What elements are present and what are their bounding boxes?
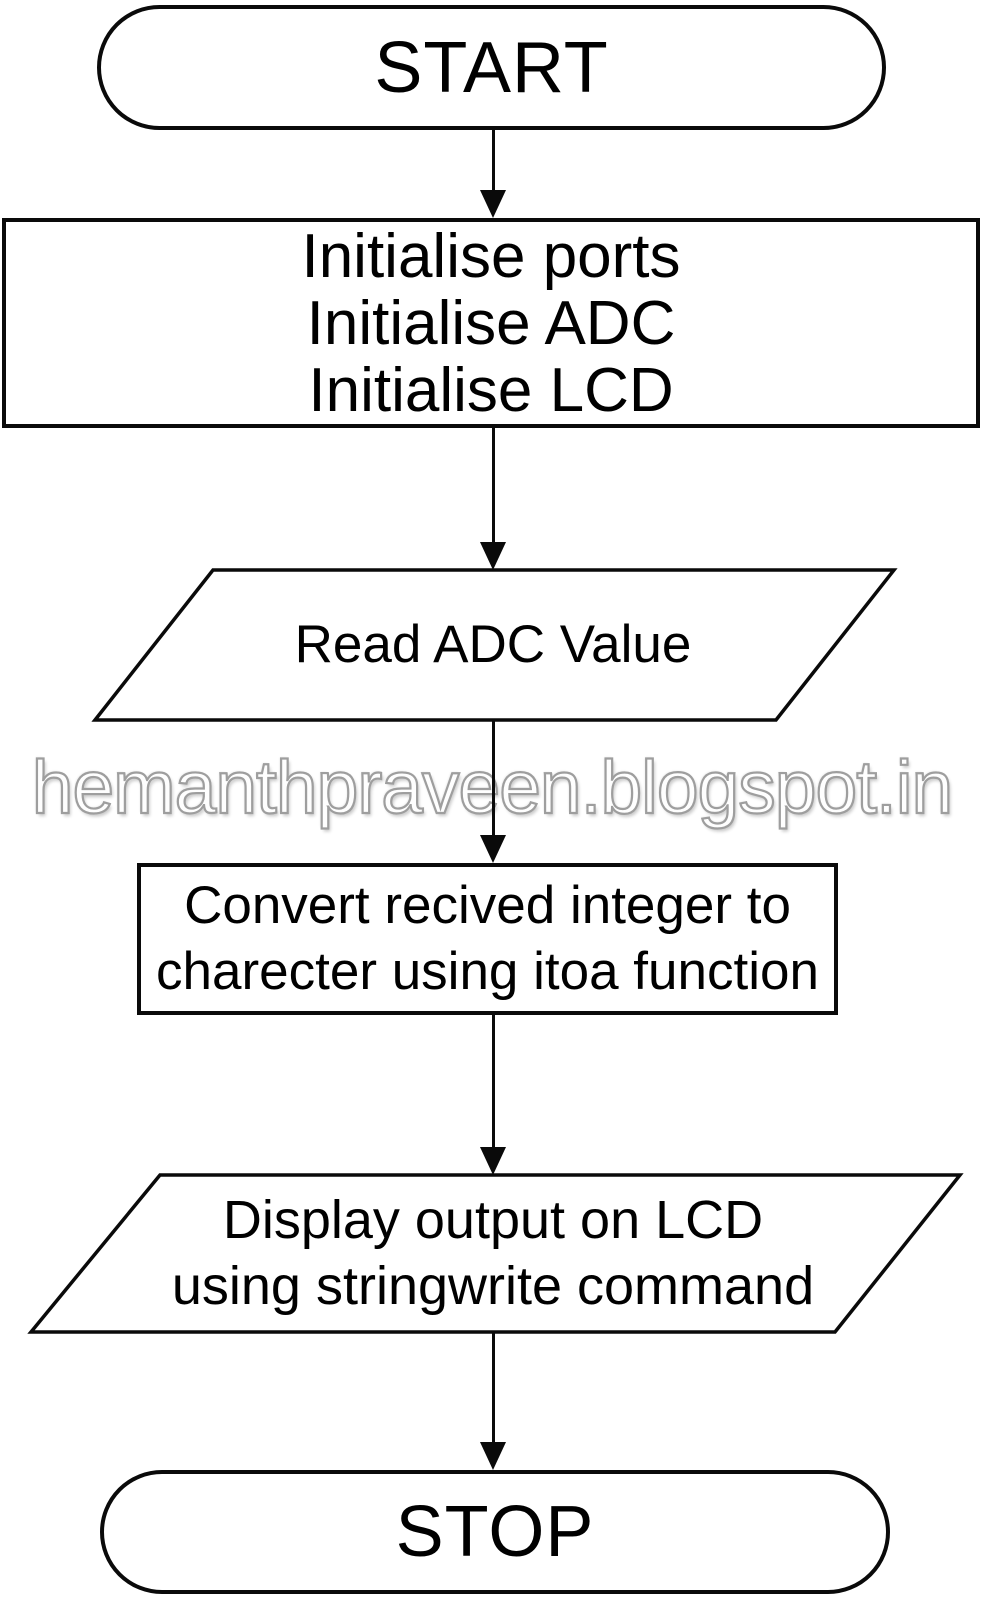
arrow-shaft xyxy=(491,1332,495,1443)
init-line-1: Initialise ports xyxy=(301,221,681,291)
process-node-initialise: Initialise ports Initialise ADC Initiali… xyxy=(2,218,980,428)
arrow-shaft xyxy=(491,130,495,191)
arrow-down-icon xyxy=(480,835,506,863)
arrow-shaft xyxy=(491,720,495,836)
start-terminator-node: START xyxy=(97,5,886,130)
arrow-down-icon xyxy=(480,190,506,218)
io-parallelogram-read-adc xyxy=(91,568,898,722)
arrow-down-icon xyxy=(480,1147,506,1175)
io-parallelogram-display-output xyxy=(27,1173,964,1334)
stop-terminator-node: STOP xyxy=(100,1470,890,1594)
arrow-down-icon xyxy=(480,1442,506,1470)
read-adc-label: Read ADC Value xyxy=(294,615,692,674)
display-output-label: Display output on LCD using stringwrite … xyxy=(93,1187,893,1319)
convert-line-1: Convert recived integer to xyxy=(184,876,791,935)
arrow-down-icon xyxy=(480,542,506,570)
display-line-2: using stringwrite command xyxy=(171,1256,815,1316)
init-line-3: Initialise LCD xyxy=(308,355,674,425)
start-label: START xyxy=(374,27,609,108)
stop-label: STOP xyxy=(395,1492,595,1572)
process-node-convert: Convert recived integer to charecter usi… xyxy=(137,863,838,1015)
convert-line-2: charecter using itoa function xyxy=(156,942,819,1001)
arrow-shaft xyxy=(491,428,495,543)
init-line-2: Initialise ADC xyxy=(306,288,676,358)
display-line-1: Display output on LCD xyxy=(222,1190,764,1250)
arrow-shaft xyxy=(491,1015,495,1148)
